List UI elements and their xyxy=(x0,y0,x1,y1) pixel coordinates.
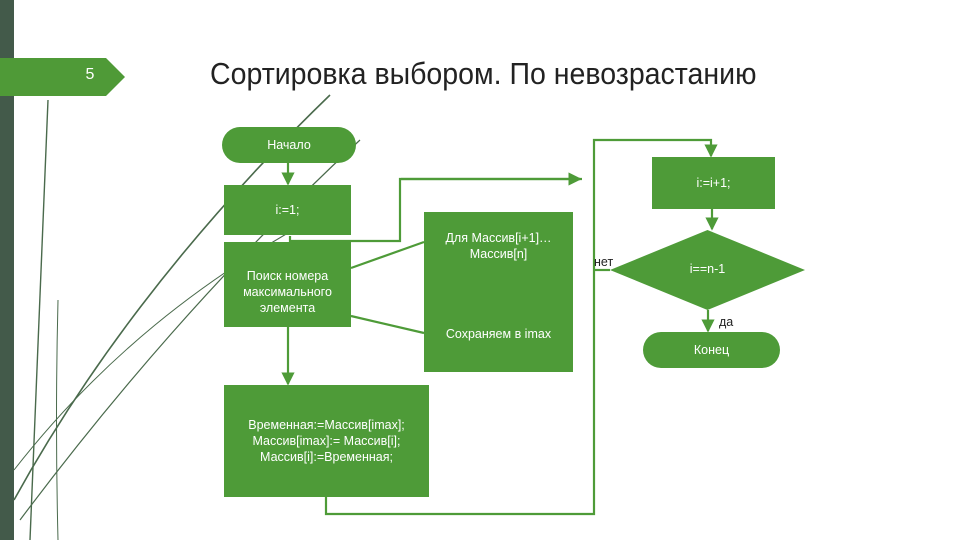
slide-number-tab xyxy=(0,58,125,96)
condition-label: i==n-1 xyxy=(689,262,726,276)
loop-block: Для Массив[i+1]… Массив[n] Сохраняем в i… xyxy=(424,212,573,372)
init-block: i:=1; xyxy=(224,185,351,235)
branch-no-label: нет xyxy=(594,255,614,269)
search-max-block: Поиск номера максимального элемента xyxy=(224,242,351,327)
swoosh-3 xyxy=(29,99,49,540)
slide-title: Сортировка выбором. По невозрастанию xyxy=(210,56,757,91)
start-terminal: Начало xyxy=(222,127,356,163)
loop-range-text: Для Массив[i+1]… Массив[n] xyxy=(445,231,552,261)
loop-save-text: Сохраняем в imax xyxy=(445,327,552,341)
line-search-to-loop-top xyxy=(350,240,425,270)
line-swap-return xyxy=(324,138,718,516)
line-search-to-loop-bottom xyxy=(350,314,425,335)
increment-block: i:=i+1; xyxy=(652,157,775,209)
left-edge-band xyxy=(0,0,14,540)
arrow-back-to-init-line xyxy=(288,172,582,243)
slide-number: 5 xyxy=(85,66,95,83)
branch-yes-label: да xyxy=(719,315,734,329)
swap-block: Временная:=Массив[imax]; Массив[imax]:= … xyxy=(224,385,429,497)
end-terminal: Конец xyxy=(643,332,780,368)
